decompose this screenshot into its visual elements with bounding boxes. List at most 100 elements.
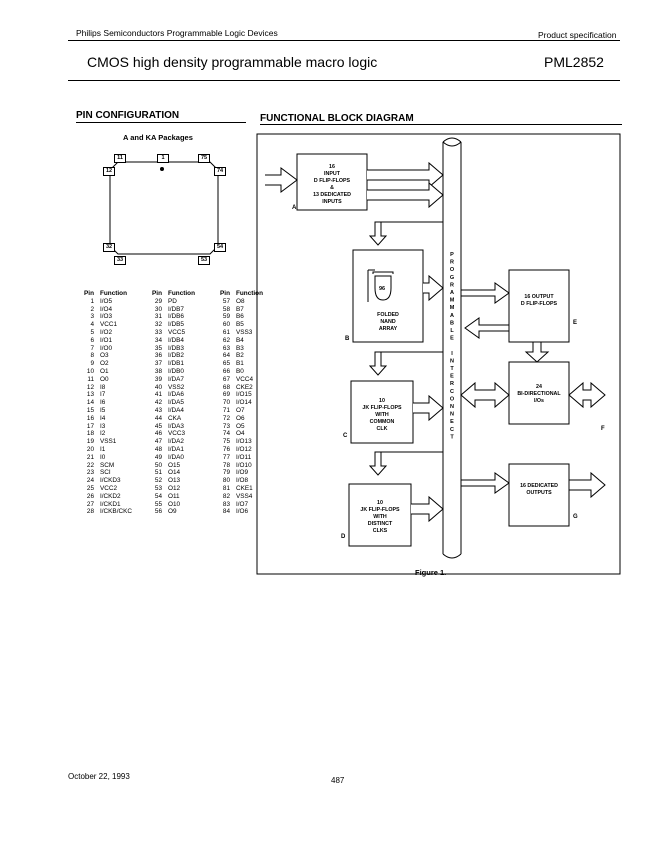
block-label-line: & [330, 185, 334, 191]
pin-function-cell: O12 [168, 484, 181, 492]
pin-function-cell: O14 [168, 469, 181, 477]
pin-function-cell: I/O3 [100, 313, 113, 321]
arrow-d-to-bus [411, 495, 444, 523]
pin-number-cell: 73 [222, 422, 230, 430]
pin-number-cell: 40 [154, 383, 162, 391]
pin-number-cell: 32 [154, 321, 162, 329]
pin-number-cell: 54 [154, 492, 162, 500]
chip-pin-53: 53 [198, 256, 210, 265]
arrow-e-feedback [464, 317, 510, 339]
pin-number-cell: 44 [154, 414, 162, 422]
pin-function-cell: I/CKD3 [100, 477, 121, 485]
package-label: A and KA Packages [123, 133, 193, 142]
pin-number-cell: 66 [222, 367, 230, 375]
pin-function-cell: B7 [236, 305, 244, 313]
pin-number-cell: 8 [90, 352, 94, 360]
pin-number-cell: 12 [86, 383, 94, 391]
pin-number-cell: 4 [90, 321, 94, 329]
pin-number-cell: 28 [86, 508, 94, 516]
arrow-bus-f-bidirectional [460, 381, 510, 409]
bus-label-char: M [450, 298, 455, 304]
pin-number-cell: 10 [86, 367, 94, 375]
chip-pin-74: 74 [214, 167, 226, 176]
pin-function-cell: I/DA7 [168, 375, 184, 383]
pin-number-cell: 23 [86, 469, 94, 477]
pin-number-cell: 15 [86, 406, 94, 414]
arrow-g-output [568, 471, 606, 499]
block-label-line: COMMON [370, 419, 395, 425]
pin-function-cell: I1 [100, 445, 106, 453]
pin-function-cell: I/DA5 [168, 399, 184, 407]
pin-function-cell: I/O0 [100, 344, 113, 352]
bus-label-char: O [450, 396, 455, 402]
pin-function-cell: VCC4 [236, 375, 254, 383]
pin-number-cell: 63 [222, 344, 230, 352]
pin-function-cell: SCI [100, 469, 111, 477]
col-header: Function [100, 290, 127, 297]
pin-number-cell: 2 [90, 305, 94, 313]
pin-function-cell: O1 [100, 367, 109, 375]
bus-label-char: N [450, 404, 454, 410]
pin-function-cell: VCC2 [100, 484, 118, 492]
block-label-line: CLKS [373, 528, 388, 534]
bus-label-char: B [450, 320, 454, 326]
block-g-letter: G [573, 514, 578, 520]
pin-function-cell: I2 [100, 430, 106, 438]
pin-function-cell: CKA [168, 414, 182, 422]
pin-function-cell: B2 [236, 352, 244, 360]
pin-number-cell: 42 [154, 399, 162, 407]
pin-function-cell: B3 [236, 344, 244, 352]
col-header: Function [168, 290, 195, 297]
pin-number-cell: 71 [222, 406, 230, 414]
pin-function-cell: I4 [100, 414, 106, 422]
pin-number-cell: 67 [222, 375, 230, 383]
pin-function-cell: I/O4 [100, 305, 113, 313]
pin-number-cell: 76 [222, 445, 230, 453]
pin-number-cell: 77 [222, 453, 230, 461]
pin-function-cell: I3 [100, 422, 106, 430]
block-label-line: 16 OUTPUT [524, 294, 554, 300]
block-a-letter: A [292, 205, 297, 211]
pin-function-cell: I/DB4 [168, 336, 184, 344]
block-label-line: 16 [329, 164, 335, 170]
chip-outline [109, 161, 219, 255]
bus-label-char: E [450, 374, 454, 380]
pin-number-cell: 78 [222, 461, 230, 469]
bus-label-char: T [450, 366, 454, 372]
pin-number-cell: 65 [222, 360, 230, 368]
pin-number-cell: 68 [222, 383, 230, 391]
pin-function-cell: CKE2 [236, 383, 253, 391]
pin-function-cell: SCM [100, 461, 115, 469]
bus-label-char: L [450, 328, 454, 334]
pin-function-cell: O7 [236, 406, 245, 414]
pin-number-cell: 16 [86, 414, 94, 422]
pin-function-cell: O11 [168, 492, 180, 500]
pin-function-cell: I8 [100, 383, 106, 391]
pin-function-cell: I/DA4 [168, 406, 184, 414]
col-header: Pin [152, 290, 162, 297]
pin1-marker [160, 167, 164, 171]
block-f [508, 361, 570, 425]
pin-number-cell: 17 [86, 422, 94, 430]
pin-number-cell: 51 [154, 469, 162, 477]
pin-number-cell: 53 [154, 484, 162, 492]
block-b-letter: B [345, 336, 350, 342]
bus-label-char: R [450, 260, 454, 266]
bus-label-char: M [450, 305, 455, 311]
pin-function-cell: I/O9 [236, 469, 249, 477]
block-label-line: DISTINCT [368, 521, 393, 527]
block-label-line: BI-DIRECTIONAL [517, 391, 561, 397]
